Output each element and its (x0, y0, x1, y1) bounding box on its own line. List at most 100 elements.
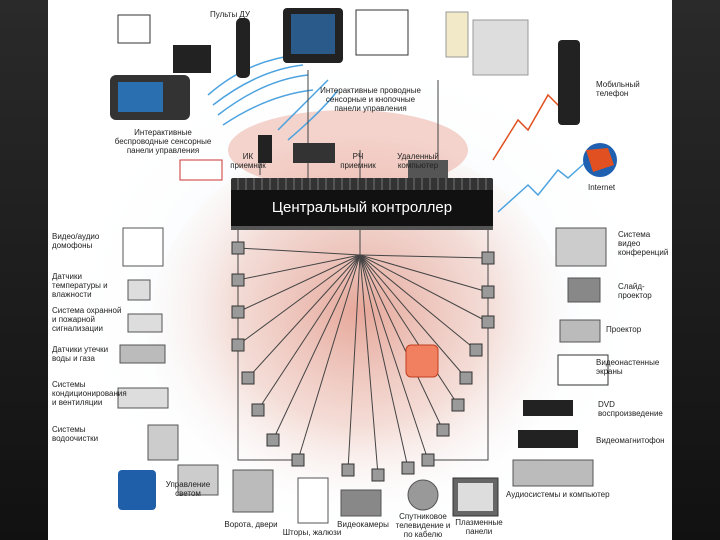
hub-line (297, 254, 361, 461)
satellite-dish-icon (407, 479, 439, 511)
audio-system-icon (512, 459, 594, 487)
hub-line (359, 254, 477, 351)
slide-projector-icon (567, 277, 601, 303)
connector-box (436, 423, 450, 437)
label-rf-receiver: РЧ приемник (340, 152, 376, 170)
alarm-sensor-icon (127, 313, 163, 333)
label-cameras: Видеокамеры (337, 520, 389, 529)
label-security: Система охранной и пожарной сигнализации (52, 306, 122, 333)
label-internet: Internet (588, 183, 616, 192)
connector-box (231, 241, 245, 255)
projector-icon (559, 319, 601, 343)
rf-receiver-icon (293, 143, 335, 163)
connector-box (251, 403, 265, 417)
label-intercom: Видео/аудио домофоны (52, 232, 100, 250)
leak-sensor-icon (119, 344, 166, 364)
hub-line (237, 247, 361, 256)
right-side-panel (672, 0, 720, 540)
background-red-glow (150, 140, 570, 520)
hub-line (359, 254, 409, 469)
connector-box (241, 371, 255, 385)
connector-box (341, 463, 355, 477)
hub-line (359, 254, 489, 323)
left-side-panel (0, 0, 48, 540)
videoconf-icon (555, 227, 607, 267)
mobile-phone-icon (558, 40, 580, 125)
connector-box (481, 285, 495, 299)
hub-line (237, 254, 361, 346)
connector-box (291, 453, 305, 467)
hub-line (257, 254, 361, 411)
hub-line (359, 254, 467, 379)
diagram-slide: Центральный контроллер Пульты ДУ Интерак… (48, 0, 672, 540)
connector-box (371, 468, 385, 482)
internet-globe-land (586, 148, 614, 172)
button-panel-icon (472, 19, 529, 76)
label-blinds: Шторы, жалюзи (282, 528, 342, 537)
label-audio: Аудиосистемы и компьютер (506, 490, 610, 499)
hub-line (359, 254, 489, 293)
label-temp-sensors: Датчики температуры и влажности (52, 272, 108, 299)
ir-receiver-icon (258, 135, 272, 163)
connector-box (401, 461, 415, 475)
controller-rack (231, 178, 493, 192)
diagram-graphic (60, 8, 660, 540)
water-filter-icon (147, 424, 179, 461)
connector-box (481, 251, 495, 265)
connector-box (451, 398, 465, 412)
wired-panel-screen (291, 14, 335, 54)
connector-box (231, 273, 245, 287)
hub-lines (237, 230, 489, 476)
label-leak-sensors: Датчики утечки воды и газа (52, 345, 109, 363)
hub-line (247, 254, 361, 379)
touch-screen-icon (355, 9, 409, 56)
climate-unit-icon (179, 159, 223, 181)
touch-panel-icon (173, 45, 211, 73)
label-water: Системы водоочистки (52, 425, 99, 443)
connector-boxes (231, 241, 495, 482)
gate-icon (232, 469, 274, 513)
hub-line (359, 254, 489, 259)
air-conditioner-icon (117, 387, 169, 409)
vcr-icon (518, 430, 578, 448)
lighting-panel-icon (118, 470, 156, 510)
tv-icon (117, 14, 151, 44)
dvd-icon (523, 400, 573, 416)
label-touch-panels: Интерактивные проводные сенсорные и кноп… (320, 86, 421, 113)
connector-box (459, 371, 473, 385)
connector-box (231, 338, 245, 352)
thermostat-icon (127, 279, 151, 301)
intercom-icon (122, 227, 164, 267)
connector-box (421, 453, 435, 467)
label-wireless-panels: Интерактивные беспроводные сенсорные пан… (114, 128, 212, 155)
camera-icon (340, 489, 382, 517)
connector-box (481, 315, 495, 329)
label-videoconf: Система видео конференций (618, 230, 669, 257)
label-vcr: Видеомагнитофон (596, 436, 665, 445)
label-lighting: Управление светом (165, 480, 211, 498)
lamp-icon (177, 464, 219, 496)
computer-icon (408, 160, 448, 178)
label-gates: Ворота, двери (224, 520, 278, 529)
plasma-panel-screen (458, 483, 493, 511)
blinds-icon (297, 477, 329, 524)
label-projector: Проектор (606, 325, 642, 334)
label-mobile-phone: Мобильный телефон (596, 80, 640, 98)
screen-icon (557, 354, 609, 386)
central-controller-title: Центральный контроллер (231, 190, 493, 230)
center-logo-icon (405, 344, 439, 378)
label-satellite: Спутниковое телевидение и по кабелю (395, 512, 451, 539)
hub-line (359, 254, 444, 431)
hub-line (359, 254, 459, 406)
label-remote-computer: Удаленный компьютер (397, 152, 439, 170)
hub-line (237, 254, 361, 281)
label-climate: Системы кондиционирования и вентиляции (52, 380, 127, 407)
hub-line (359, 254, 379, 476)
remote-control-icon (236, 18, 250, 78)
hub-line (347, 254, 361, 471)
wireless-panel-screen (118, 82, 163, 112)
keypad-icon (445, 11, 469, 58)
connector-box (266, 433, 280, 447)
label-dvd: DVD воспроизведение (598, 400, 663, 418)
